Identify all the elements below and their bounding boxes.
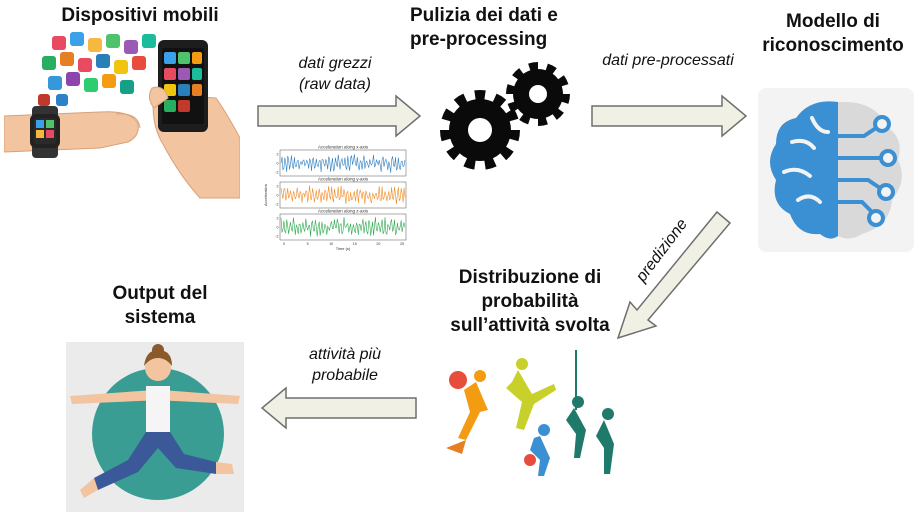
y-axis-label: Acceleration [263, 184, 268, 206]
arrow-raw-data [257, 94, 422, 138]
y-tick-label: -2 [275, 170, 278, 174]
arrow-prediction [616, 210, 732, 340]
y-tick-label: -2 [275, 202, 278, 206]
brain-circuit-icon [758, 88, 914, 252]
basketball-player-icon [524, 424, 550, 476]
y-tick-label: -2 [275, 234, 278, 238]
panel-title: Acceleration along x-axis [318, 145, 369, 150]
devices-title: Dispositivi mobili [61, 5, 219, 26]
preprocessing-title: Pulizia dei dati e pre-processing [410, 5, 558, 50]
sports-activities-illustration [446, 350, 614, 476]
y-tick-label: 2 [277, 184, 279, 188]
y-tick-label: 2 [277, 152, 279, 156]
arrow-most-likely [260, 386, 417, 430]
dancer-icon [506, 358, 556, 430]
volleyball-player-icon [446, 370, 488, 454]
x-tick-label: 20 [376, 242, 380, 246]
x-tick-label: 25 [400, 242, 404, 246]
app-icons-cluster [38, 32, 156, 106]
hand-with-phone [148, 40, 240, 199]
output-title: Output del sistema [112, 283, 208, 328]
signal-line [280, 217, 406, 237]
raw-data-label: dati grezzi (raw data) [298, 55, 372, 93]
x-axis-label: Time (s) [336, 246, 351, 251]
x-tick-label: 5 [307, 242, 309, 246]
arrow-preprocessed [591, 94, 748, 138]
y-tick-label: 0 [277, 161, 279, 165]
preprocessed-label: dati pre-processati [602, 52, 734, 69]
climber-icon [566, 350, 614, 474]
signal-line [280, 154, 406, 173]
x-tick-label: 10 [329, 242, 333, 246]
yoga-pose-illustration [66, 342, 244, 512]
mobile-devices-illustration [4, 32, 240, 199]
y-tick-label: 0 [277, 193, 279, 197]
gear-large-icon [440, 90, 520, 170]
signal-plot: Acceleration along x-axis20-2Acceleratio… [263, 145, 407, 251]
arm-with-smartwatch [4, 106, 141, 158]
gear-small-icon [506, 62, 570, 126]
y-tick-label: 2 [277, 216, 279, 220]
panel-title: Acceleration along y-axis [318, 177, 369, 182]
x-tick-label: 0 [283, 242, 285, 246]
distribution-title: Distribuzione di probabilità sull’attivi… [450, 267, 610, 336]
gears-icon [440, 62, 570, 170]
most-likely-label: attività più probabile [308, 346, 382, 384]
y-tick-label: 0 [277, 225, 279, 229]
model-title: Modello di riconoscimento [762, 11, 904, 56]
panel-title: Acceleration along z-axis [318, 209, 369, 214]
signal-line [280, 185, 406, 205]
x-tick-label: 15 [353, 242, 357, 246]
